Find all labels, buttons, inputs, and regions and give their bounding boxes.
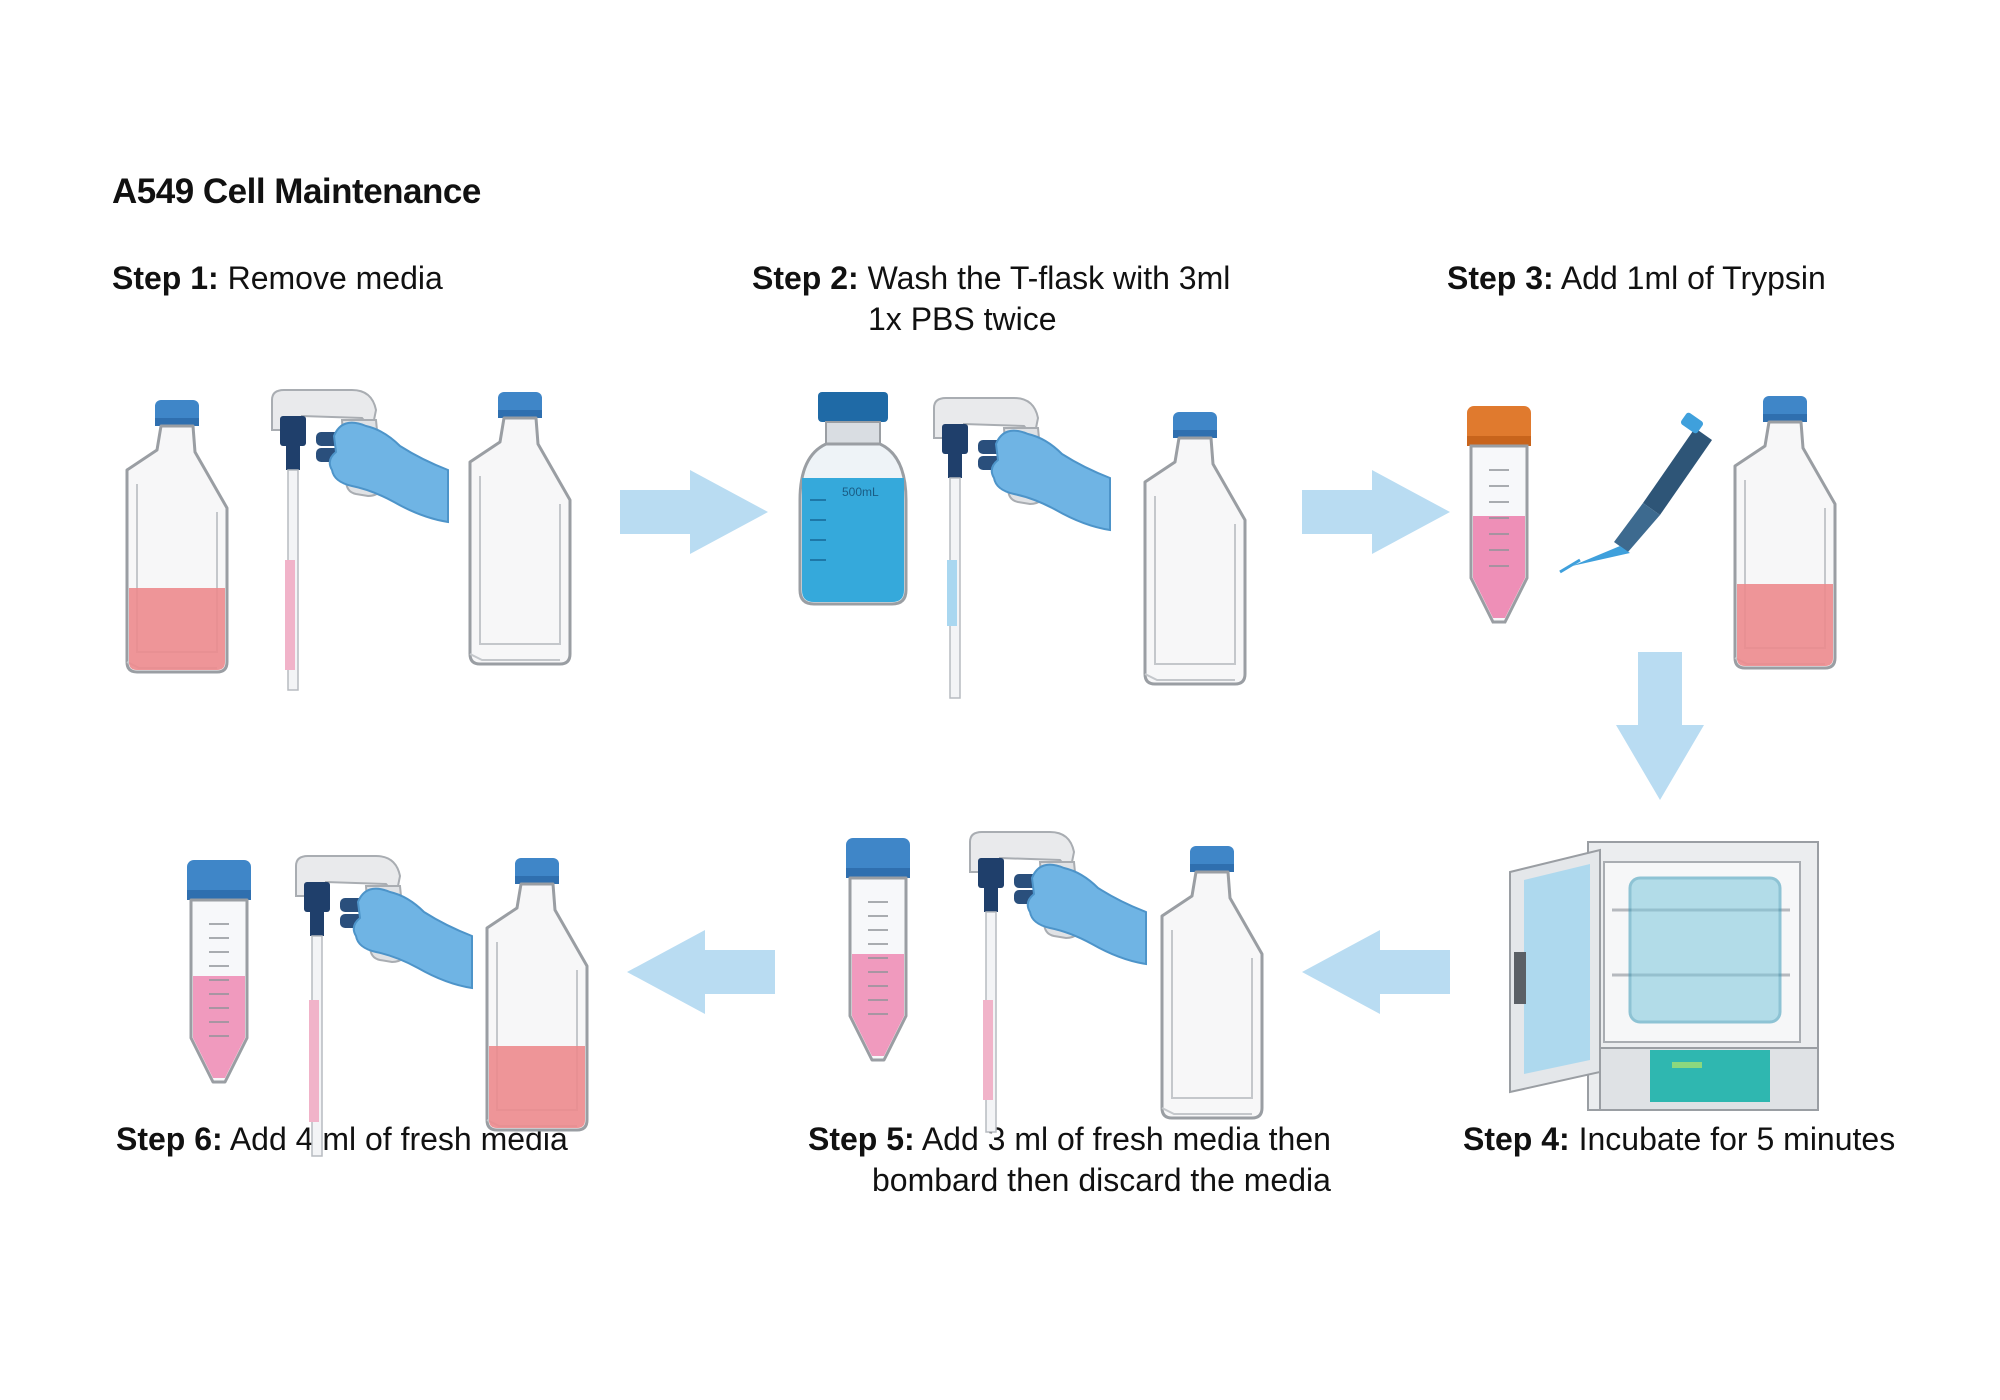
arrow-step5-to-step6 xyxy=(627,930,775,1014)
pipette-controller-icon xyxy=(295,855,473,1157)
step-4-caption: Step 4: Incubate for 5 minutes xyxy=(1463,1119,1895,1160)
conical-tube-trypsin-icon xyxy=(1467,406,1531,624)
arrow-step3-to-step4 xyxy=(1616,652,1704,800)
pipette-pbs-fill xyxy=(947,560,957,626)
empty-flask-icon xyxy=(1143,410,1247,686)
flask-with-media-icon xyxy=(1735,396,1835,668)
step-2-text-line-2: 1x PBS twice xyxy=(868,301,1057,337)
step-1-text: Remove media xyxy=(227,260,443,296)
conical-tube-media-icon xyxy=(844,836,912,1062)
step-6-caption: Step 6: Add 4 ml of fresh media xyxy=(116,1119,568,1160)
pipette-controller-icon xyxy=(933,397,1111,699)
arrow-step2-to-step3 xyxy=(1302,470,1450,554)
empty-flask-icon xyxy=(1160,844,1264,1120)
flask-with-media-icon xyxy=(127,400,227,672)
step-1-caption: Step 1: Remove media xyxy=(112,258,443,299)
incubator-icon xyxy=(1509,841,1819,1111)
flask-with-media-icon xyxy=(487,858,587,1130)
step-2-text: Wash the T-flask with 3ml xyxy=(867,260,1231,296)
step-3-caption: Step 3: Add 1ml of Trypsin xyxy=(1447,258,1826,299)
pipette-media-fill xyxy=(983,1000,993,1100)
pipette-controller-icon xyxy=(969,831,1147,1133)
step-4-text: Incubate for 5 minutes xyxy=(1578,1121,1896,1157)
bottle-volume-label: 500mL xyxy=(842,485,879,499)
step-2-label: Step 2: xyxy=(752,260,859,296)
step-3-label: Step 3: xyxy=(1447,260,1554,296)
micropipette-icon xyxy=(1559,412,1712,574)
step-2-caption: Step 2: Wash the T-flask with 3ml 1x PBS… xyxy=(752,258,1230,340)
step-6-label: Step 6: xyxy=(116,1121,223,1157)
step-5-text-line-2: bombard then discard the media xyxy=(871,1162,1331,1198)
pipette-media-fill xyxy=(285,560,295,670)
media-bottle-icon: 500mL xyxy=(798,392,908,606)
empty-flask-icon xyxy=(468,390,572,666)
page-title: A549 Cell Maintenance xyxy=(112,172,481,211)
arrow-step1-to-step2 xyxy=(620,470,768,554)
step-5-caption: Step 5: Add 3 ml of fresh media then bom… xyxy=(808,1119,1331,1201)
arrow-step4-to-step5 xyxy=(1302,930,1450,1014)
step-5-label: Step 5: xyxy=(808,1121,915,1157)
conical-tube-media-icon xyxy=(185,858,253,1084)
step-1-label: Step 1: xyxy=(112,260,219,296)
pipette-media-fill xyxy=(309,1000,319,1122)
step-4-label: Step 4: xyxy=(1463,1121,1570,1157)
pipette-controller-icon xyxy=(271,389,449,691)
step-3-text: Add 1ml of Trypsin xyxy=(1560,260,1826,296)
